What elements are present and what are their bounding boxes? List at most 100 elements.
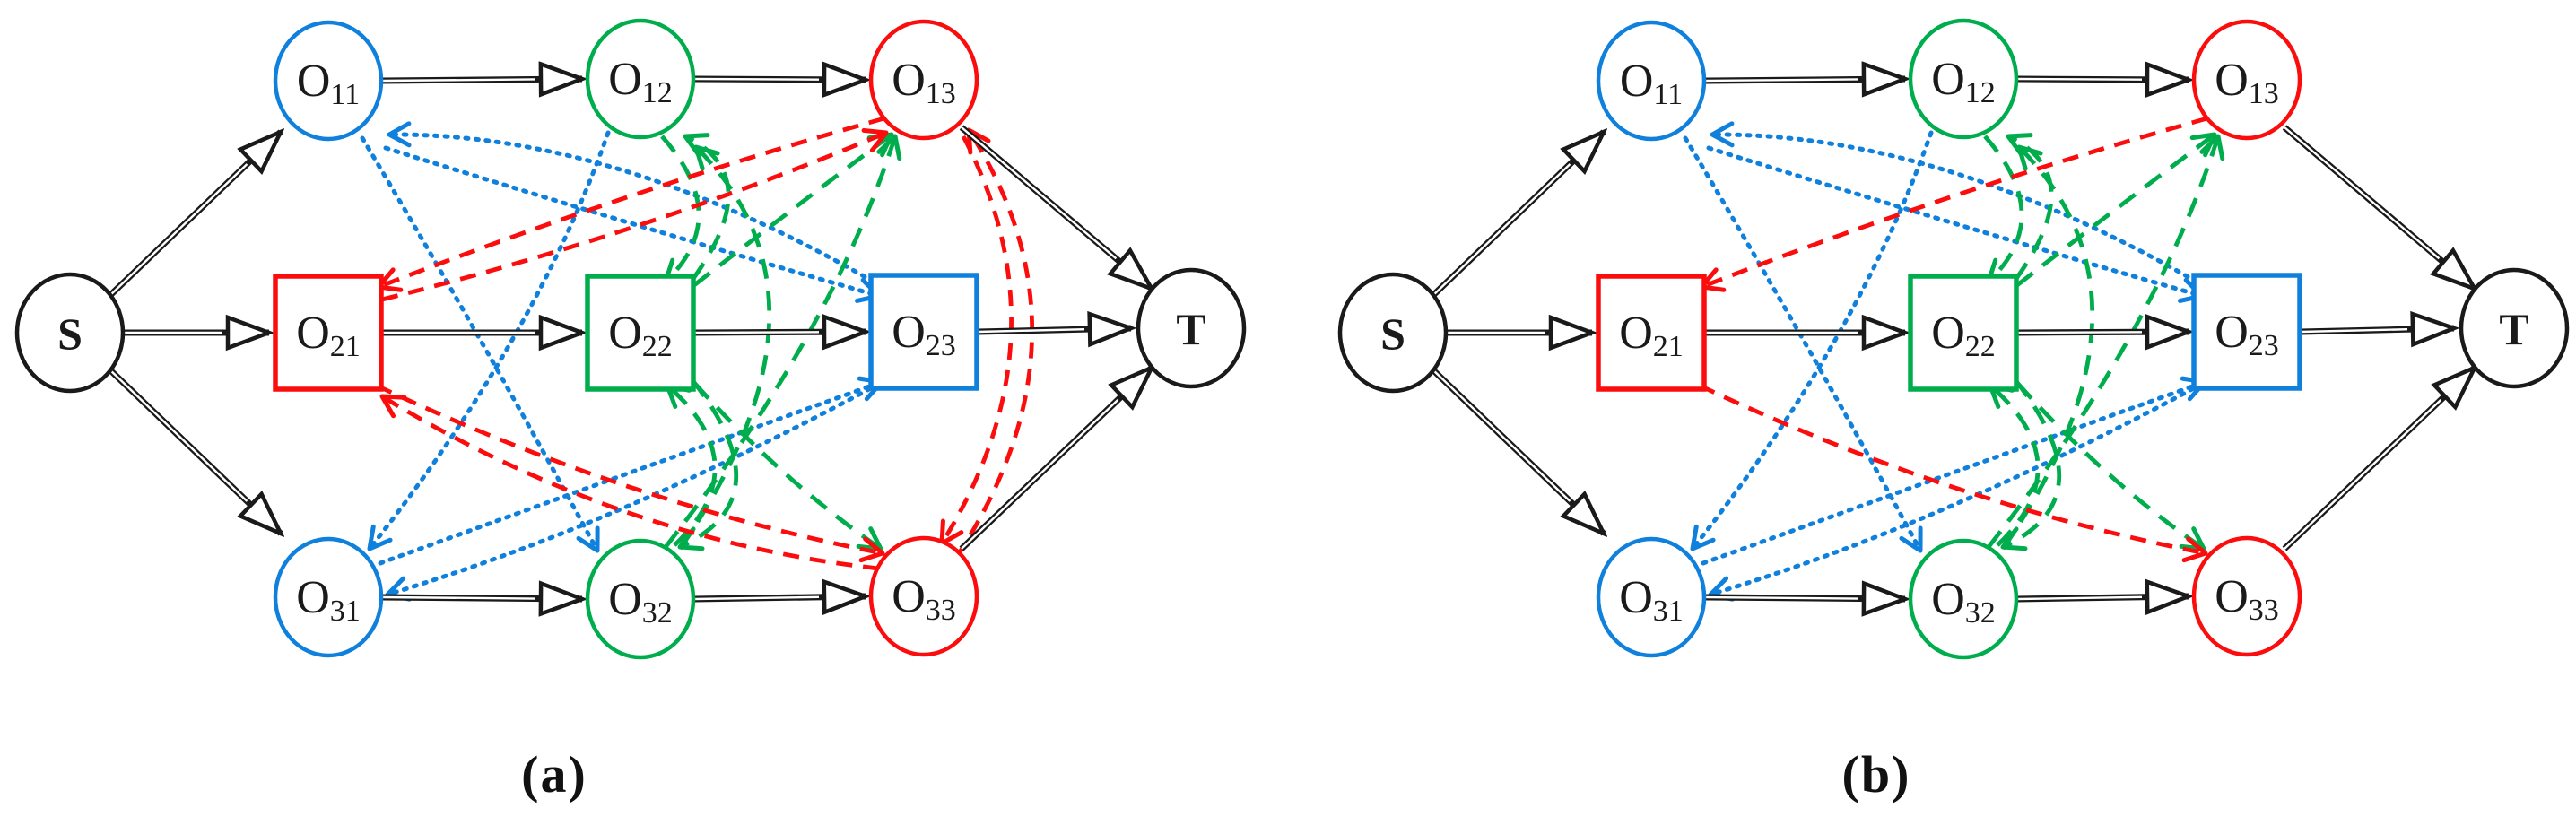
edge-inner-stripe (2300, 328, 2408, 334)
O21-square (273, 274, 384, 392)
node-label-O31-b: O31 (1619, 572, 1684, 628)
node-O21-b: O21 (1596, 274, 1707, 392)
O23-square (2191, 273, 2302, 391)
edge-inner-stripe (381, 595, 536, 600)
O21-square (1596, 274, 1707, 392)
node-O31-a: O31 (273, 536, 384, 658)
node-O31-b: O31 (1596, 536, 1707, 658)
edge-inner-stripe (2284, 399, 2442, 550)
node-label-O22-b: O22 (1931, 308, 1996, 363)
edge-O33-O13-machine_red-a (953, 127, 1034, 560)
O11-circle (1596, 20, 1707, 142)
node-S-a: S (14, 272, 126, 394)
O33-circle (2191, 535, 2302, 657)
T-circle (1136, 267, 1247, 389)
node-O23-a: O23 (868, 273, 979, 391)
edge-O31-O23-machine_blue-b (1701, 376, 2207, 566)
edge-inner-stripe (977, 328, 1085, 334)
edge-inner-stripe (2016, 595, 2143, 601)
node-O11-b: O11 (1596, 20, 1707, 142)
edge-O32-O12-machine_green-b (2001, 144, 2095, 551)
edge-inner-stripe (381, 78, 536, 82)
edge-inner-stripe (693, 331, 820, 334)
edge-O13-O21-machine_red-a (376, 116, 885, 292)
node-label-O21-b: O21 (1619, 308, 1684, 363)
node-label-O11-b: O11 (1620, 56, 1683, 111)
O32-circle (585, 538, 696, 660)
node-O32-a: O32 (585, 538, 696, 660)
O13-circle (868, 19, 979, 141)
edge-O32-O22-machine_green-b (1988, 383, 2041, 547)
caption-b: (b) (1841, 745, 1911, 803)
node-T-a: T (1136, 267, 1247, 389)
O31-circle (1596, 536, 1707, 658)
T-circle (2459, 267, 2570, 389)
node-O11-a: O11 (273, 20, 384, 142)
node-O12-b: O12 (1908, 18, 2019, 140)
node-O13-a: O13 (868, 19, 979, 141)
edge-O31-O23-machine_blue-a (378, 376, 884, 566)
edge-O22-O32-machine_green-b (2000, 378, 2062, 551)
node-label-T-b: T (2499, 304, 2528, 354)
O12-circle (585, 18, 696, 140)
O23-square (868, 273, 979, 391)
edge-inner-stripe (1430, 367, 1571, 502)
node-S-b: S (1337, 272, 1449, 394)
node-label-O12-a: O12 (608, 54, 673, 109)
edge-O23-O31-machine_blue-b (1708, 381, 2205, 602)
node-O32-b: O32 (1908, 538, 2019, 660)
edge-inner-stripe (2284, 126, 2441, 260)
node-T-b: T (2459, 267, 2570, 389)
edge-inner-stripe (107, 163, 248, 299)
node-label-O13-b: O13 (2215, 55, 2279, 110)
node-O21-a: O21 (273, 274, 384, 392)
O11-circle (273, 20, 384, 142)
edge-O12-O31-machine_blue-b (1690, 130, 1934, 551)
edge-O32-O13-machine_green-a (664, 134, 902, 549)
edge-inner-stripe (693, 77, 820, 81)
node-label-O31-a: O31 (296, 572, 361, 628)
edge-O12-O22-machine_green-a (660, 135, 701, 284)
node-label-O33-a: O33 (892, 571, 956, 627)
edge-O22-O32-machine_green-a (677, 378, 739, 551)
O31-circle (273, 536, 384, 658)
edge-O11-O23-machine_blue-a (383, 145, 882, 303)
node-label-O32-b: O32 (1931, 574, 1996, 630)
edge-O13-O21-machine_red-b (1699, 116, 2208, 292)
edge-inner-stripe (961, 399, 1119, 550)
node-label-O32-a: O32 (608, 574, 673, 630)
node-O22-a: O22 (585, 274, 696, 392)
edge-O23-O11-machine_blue-b (1710, 121, 2208, 290)
node-label-O21-a: O21 (296, 308, 361, 363)
node-O12-a: O12 (585, 18, 696, 140)
edge-O32-O12-machine_green-a (678, 144, 772, 551)
O22-square (1908, 274, 2019, 392)
node-O33-b: O33 (2191, 535, 2302, 657)
O22-square (585, 274, 696, 392)
edge-inner-stripe (107, 367, 248, 502)
edge-inner-stripe (1430, 163, 1571, 299)
edge-O23-O11-machine_blue-a (387, 121, 885, 290)
node-label-O22-a: O22 (608, 308, 673, 363)
edge-inner-stripe (961, 126, 1118, 260)
edge-O32-O22-machine_green-a (665, 383, 718, 547)
O12-circle (1908, 18, 2019, 140)
node-O23-b: O23 (2191, 273, 2302, 391)
node-label-O33-b: O33 (2215, 571, 2279, 627)
S-circle (14, 272, 126, 394)
edge-O12-O31-machine_blue-a (367, 130, 611, 551)
O32-circle (1908, 538, 2019, 660)
edge-O13-O33-machine_red-a (939, 135, 1014, 546)
node-O13-b: O13 (2191, 19, 2302, 141)
edge-O23-O31-machine_blue-a (385, 381, 882, 602)
edge-inner-stripe (693, 595, 820, 601)
node-label-O11-a: O11 (297, 56, 360, 111)
node-label-O23-b: O23 (2215, 307, 2279, 362)
edge-O32-O13-machine_green-b (1987, 134, 2225, 549)
edge-O22-O13-machine_green-a (692, 132, 894, 287)
edge-inner-stripe (2016, 77, 2143, 81)
